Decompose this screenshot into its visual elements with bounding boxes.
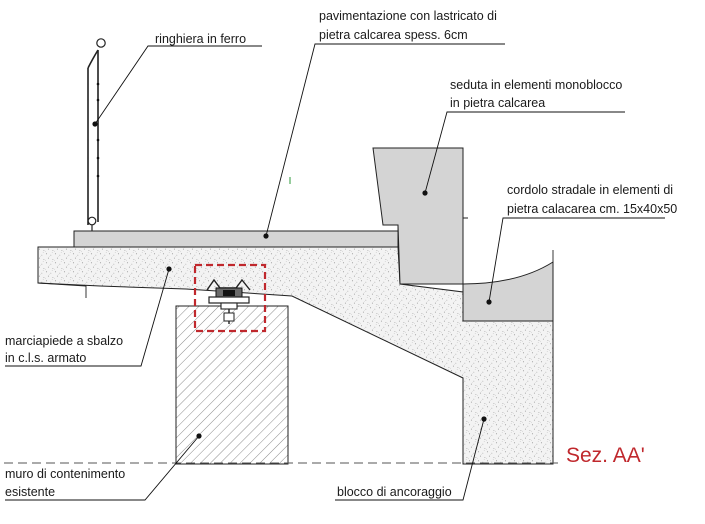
label-anchor-block: blocco di ancoraggio: [337, 485, 452, 499]
label-railing: ringhiera in ferro: [155, 32, 246, 46]
section-title: Sez. AA': [566, 444, 645, 467]
label-sidewalk-line1: marciapiede a sbalzo: [5, 334, 123, 348]
label-curb-line2: pietra calacarea cm. 15x40x50: [507, 202, 677, 216]
retaining-wall: [175, 305, 289, 465]
leader-lines: [5, 43, 665, 501]
road-curb: [462, 218, 554, 322]
limestone-seat: [372, 147, 464, 285]
label-seat-line2: in pietra calcarea: [450, 96, 545, 110]
label-wall-line2: esistente: [5, 485, 55, 499]
iron-railing: [87, 38, 106, 231]
label-curb-line1: cordolo stradale in elementi di: [507, 183, 673, 197]
label-sidewalk-line2: in c.l.s. armato: [5, 351, 86, 365]
label-seat-line1: seduta in elementi monoblocco: [450, 78, 622, 92]
label-wall-line1: muro di contenimento: [5, 467, 125, 481]
concrete-sidewalk-slab: [37, 246, 554, 465]
label-paving-line1: pavimentazione con lastricato di: [319, 9, 497, 23]
drip-edge: [37, 282, 87, 298]
limestone-paving: [73, 230, 399, 248]
label-paving-line2: pietra calcarea spess. 6cm: [319, 28, 468, 42]
anchor-bolt-detail: [193, 263, 267, 333]
